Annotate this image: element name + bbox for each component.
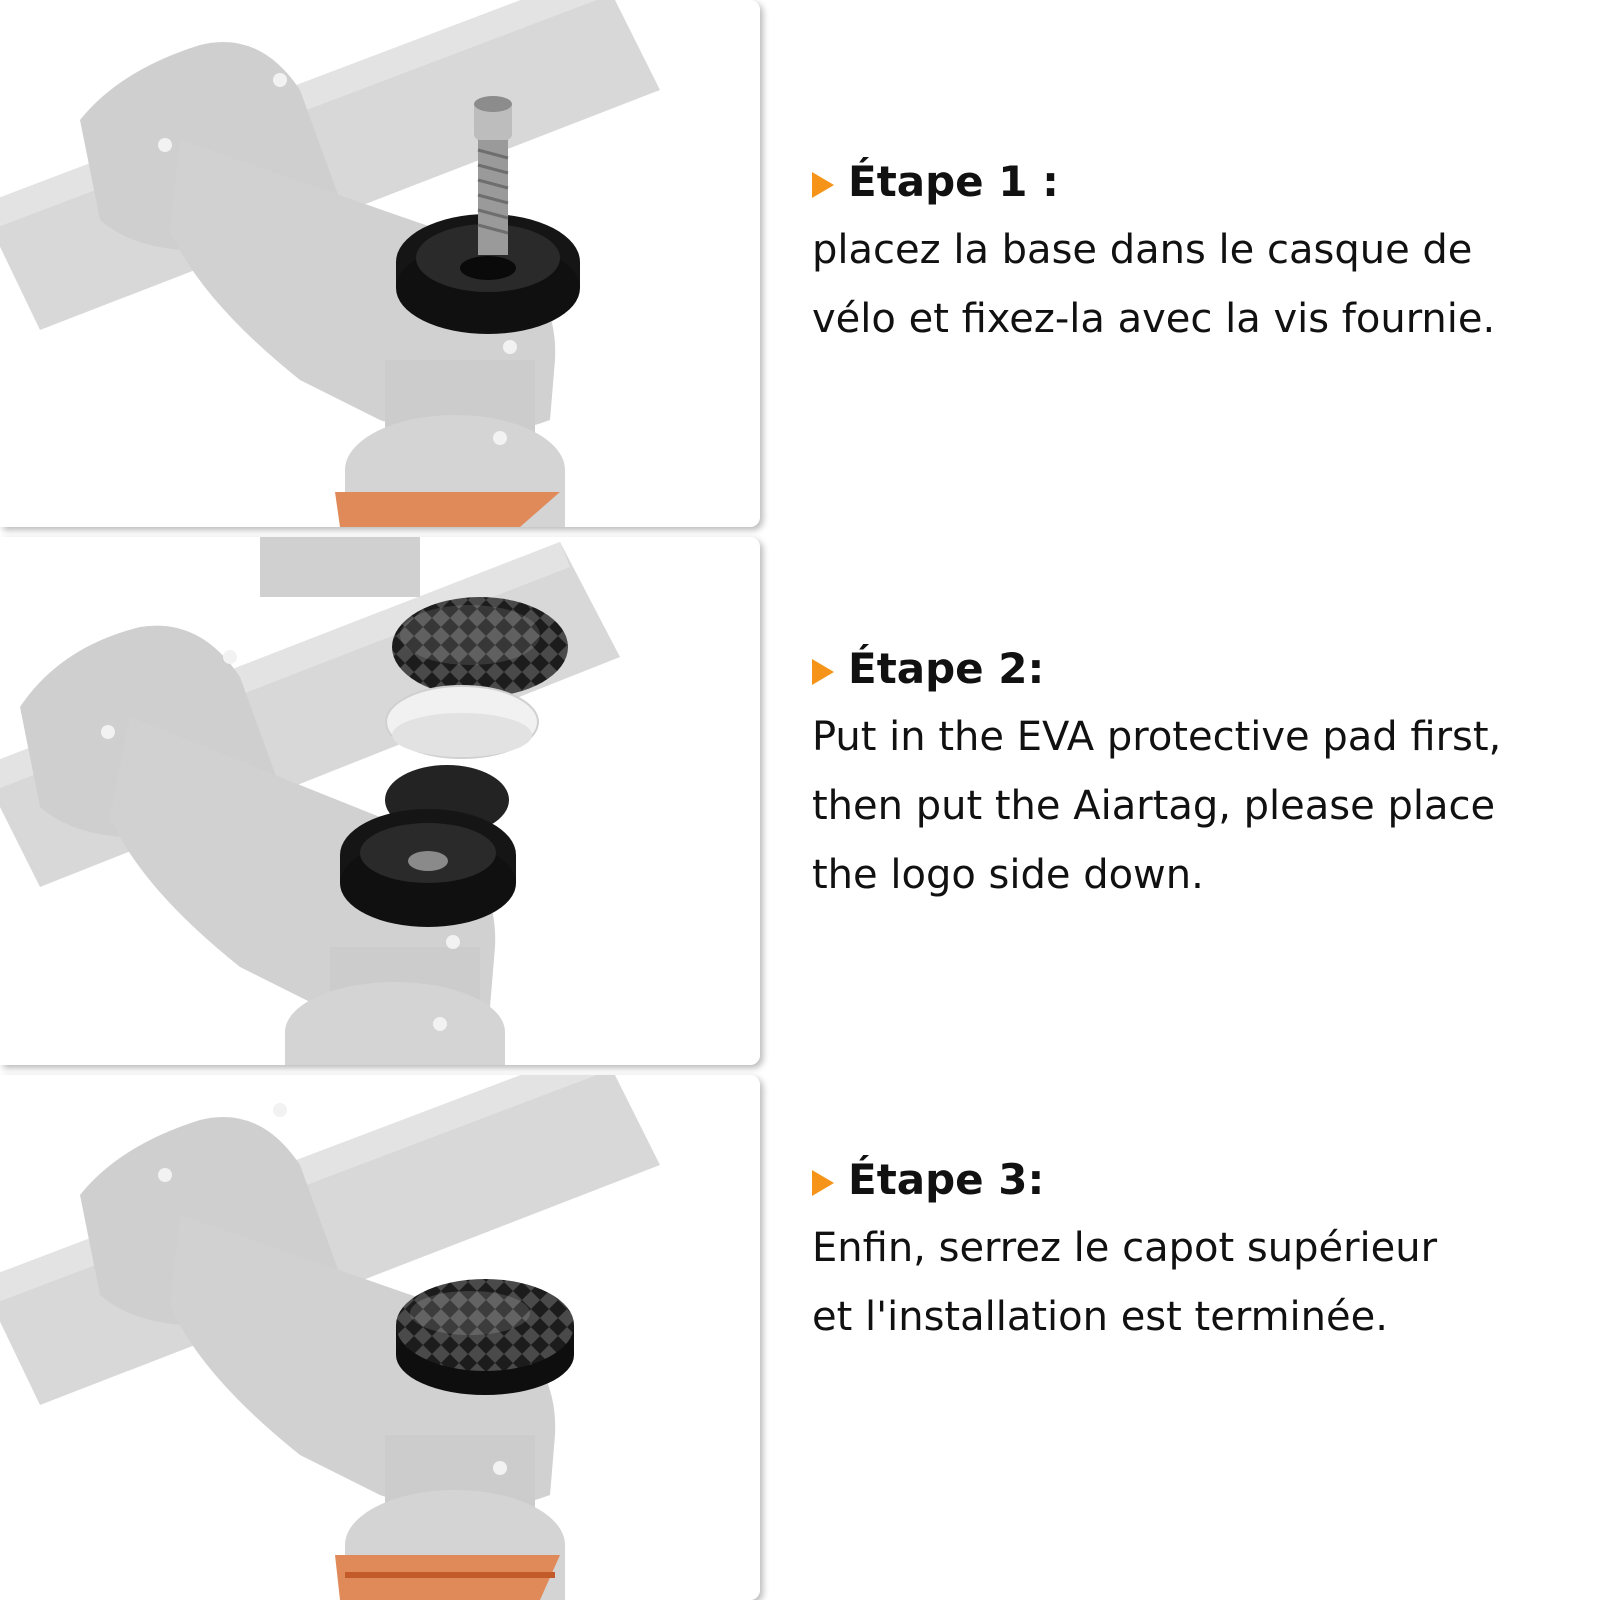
- step-3: Étape 3: Enfin, serrez le capot supérieu…: [812, 1148, 1582, 1352]
- step-1-title: Étape 1 :: [848, 157, 1059, 206]
- play-arrow-icon: [812, 659, 834, 685]
- step-2-description: Put in the EVA protective pad first, the…: [812, 703, 1582, 910]
- step-2-line-3: the logo side down.: [812, 852, 1204, 898]
- play-arrow-icon: [812, 1170, 834, 1196]
- step-3-illustration: [0, 1075, 760, 1600]
- step-3-description: Enfin, serrez le capot supérieur et l'in…: [812, 1214, 1582, 1352]
- step-3-title: Étape 3:: [848, 1155, 1045, 1204]
- step-1-line-1: placez la base dans le casque de: [812, 227, 1473, 273]
- step-1-line-2: vélo et fixez-la avec la vis fournie.: [812, 296, 1496, 342]
- step-1-description: placez la base dans le casque de vélo et…: [812, 216, 1582, 354]
- step-2: Étape 2: Put in the EVA protective pad f…: [812, 637, 1582, 910]
- step-1-heading: Étape 1 :: [812, 150, 1582, 214]
- step-3-line-1: Enfin, serrez le capot supérieur: [812, 1225, 1438, 1271]
- stem-with-base-and-screw-image: [0, 0, 760, 527]
- play-arrow-icon: [812, 172, 834, 198]
- step-2-line-2: then put the Aiartag, please place: [812, 783, 1496, 829]
- step-1: Étape 1 : placez la base dans le casque …: [812, 150, 1582, 354]
- step-2-line-1: Put in the EVA protective pad first,: [812, 714, 1502, 760]
- step-3-line-2: et l'installation est terminée.: [812, 1294, 1388, 1340]
- step-2-heading: Étape 2:: [812, 637, 1582, 701]
- exploded-cap-assembly-image: [0, 537, 760, 1065]
- step-1-illustration: [0, 0, 760, 527]
- step-2-illustration: [0, 537, 760, 1065]
- assembled-cap-image: [0, 1075, 760, 1600]
- step-3-heading: Étape 3:: [812, 1148, 1582, 1212]
- step-2-title: Étape 2:: [848, 644, 1045, 693]
